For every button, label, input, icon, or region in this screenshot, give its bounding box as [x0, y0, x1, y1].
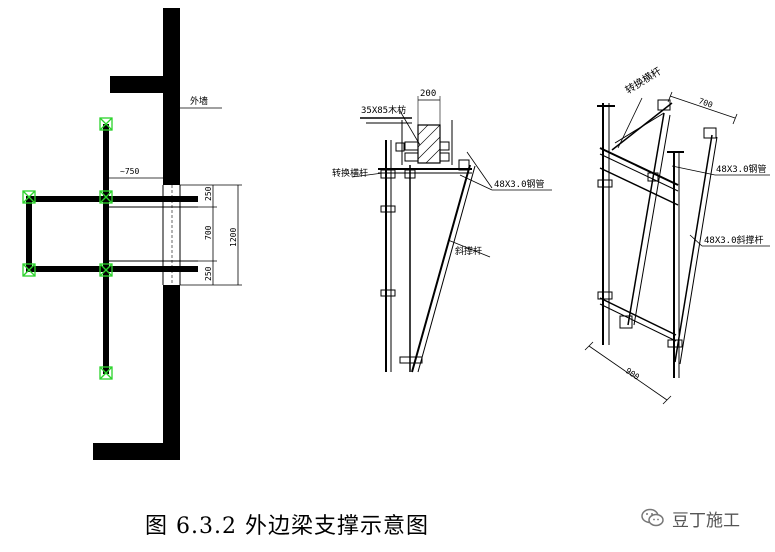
- wechat-icon: [641, 508, 664, 527]
- right-section-view: [584, 91, 770, 405]
- dimension-chain: [180, 184, 242, 286]
- wall-slab-top: [110, 76, 165, 93]
- watermark-text: 豆丁施工: [672, 510, 740, 531]
- dim-1200-total: 1200: [229, 228, 238, 247]
- outer-wall-lower: [163, 285, 180, 460]
- horizontal-bar-top: [28, 196, 198, 202]
- dim-offset-750: ~750: [120, 167, 139, 176]
- middle-dim-200: 200: [420, 89, 436, 99]
- middle-section-view: [351, 96, 552, 373]
- outer-wall-label: 外墙: [190, 95, 208, 107]
- pipe-label-right: 48X3.0钢管: [716, 163, 767, 175]
- transfer-bar-label-right: 转换横杆: [623, 64, 664, 96]
- right-dim-900: 900: [624, 366, 641, 382]
- pole-markers: [22, 117, 113, 380]
- horizontal-bar-bottom: [28, 266, 198, 272]
- diagonal-brace-label: 斜撑杆: [455, 245, 482, 257]
- transfer-bar-label-middle: 转换横杆: [332, 167, 368, 179]
- dim-250-top: 250: [204, 186, 213, 201]
- left-plan-view: 外墙 ~750 250 700 250 1200: [22, 8, 242, 460]
- figure-caption: 图 6.3.2 外边梁支撑示意图: [145, 514, 429, 539]
- outer-wall-upper: [163, 8, 180, 185]
- timber-label: 35X85木枋: [361, 104, 406, 116]
- dim-250-bottom: 250: [204, 266, 213, 281]
- watermark: 豆丁施工: [640, 505, 740, 531]
- vertical-pole-main: [103, 124, 109, 374]
- right-dim-700: 700: [697, 96, 714, 109]
- wall-slab-bottom: [93, 443, 180, 460]
- diagonal-pipe-label-right: 48X3.0斜撑杆: [704, 234, 764, 246]
- dim-700: 700: [204, 225, 213, 240]
- pipe-label-middle: 48X3.0钢管: [494, 178, 545, 190]
- vertical-pole-outer: [26, 196, 32, 272]
